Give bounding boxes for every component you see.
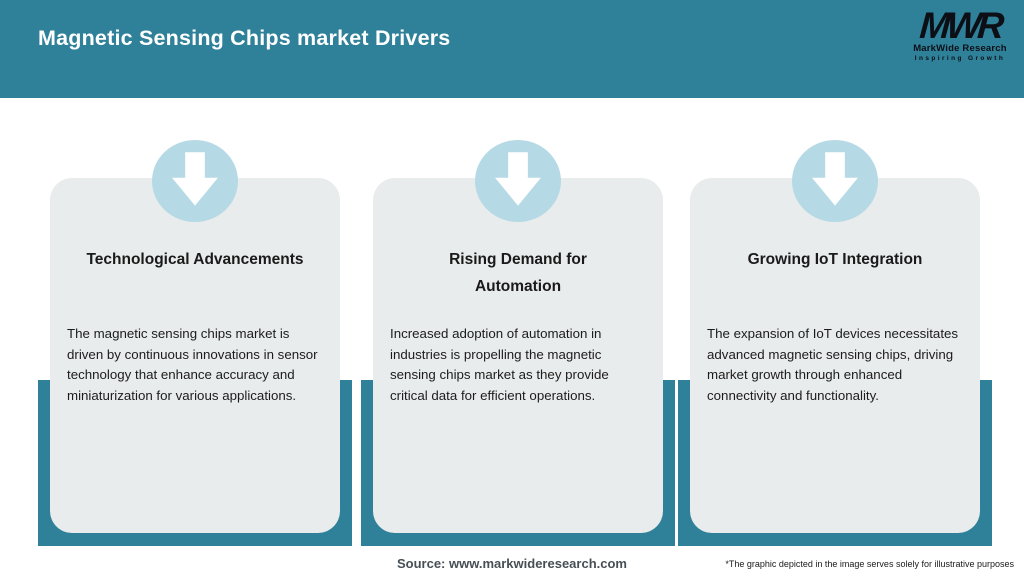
logo-company-name: MarkWide Research xyxy=(913,43,1007,55)
driver-card-group-technological-advancements: Technological Advancements The magnetic … xyxy=(38,0,352,576)
disclaimer-note: *The graphic depicted in the image serve… xyxy=(725,559,1014,569)
down-arrow-glyph xyxy=(172,152,218,206)
driver-card-group-growing-iot-integration: Growing IoT Integration The expansion of… xyxy=(678,0,992,576)
logo-tagline: Inspiring Growth xyxy=(914,54,1006,62)
source-attribution: Source: www.markwideresearch.com xyxy=(396,556,627,571)
header-bar: Magnetic Sensing Chips market Drivers MW… xyxy=(0,0,1024,98)
card-body-text: The expansion of IoT devices necessitate… xyxy=(707,326,959,403)
card-title: Rising Demand for Automation xyxy=(449,251,587,296)
down-arrow-glyph xyxy=(812,152,858,206)
driver-card: Rising Demand for Automation Increased a… xyxy=(373,178,663,533)
driver-card: Technological Advancements The magnetic … xyxy=(50,178,340,533)
card-body-text: Increased adoption of automation in indu… xyxy=(390,326,609,403)
down-arrow-glyph xyxy=(495,152,541,206)
down-arrow-icon xyxy=(792,140,878,222)
down-arrow-icon xyxy=(152,140,238,222)
driver-card-group-rising-demand-for-automation: Rising Demand for Automation Increased a… xyxy=(361,0,675,576)
card-title: Technological Advancements xyxy=(86,251,304,268)
driver-card: Growing IoT Integration The expansion of… xyxy=(690,178,980,533)
card-title: Growing IoT Integration xyxy=(747,251,923,268)
down-arrow-icon xyxy=(475,140,561,222)
card-body-text: The magnetic sensing chips market is dri… xyxy=(67,326,318,403)
page-title: Magnetic Sensing Chips market Drivers xyxy=(38,26,451,50)
markwide-logo: MWR MarkWide Research Inspiring Growth xyxy=(910,5,1010,62)
